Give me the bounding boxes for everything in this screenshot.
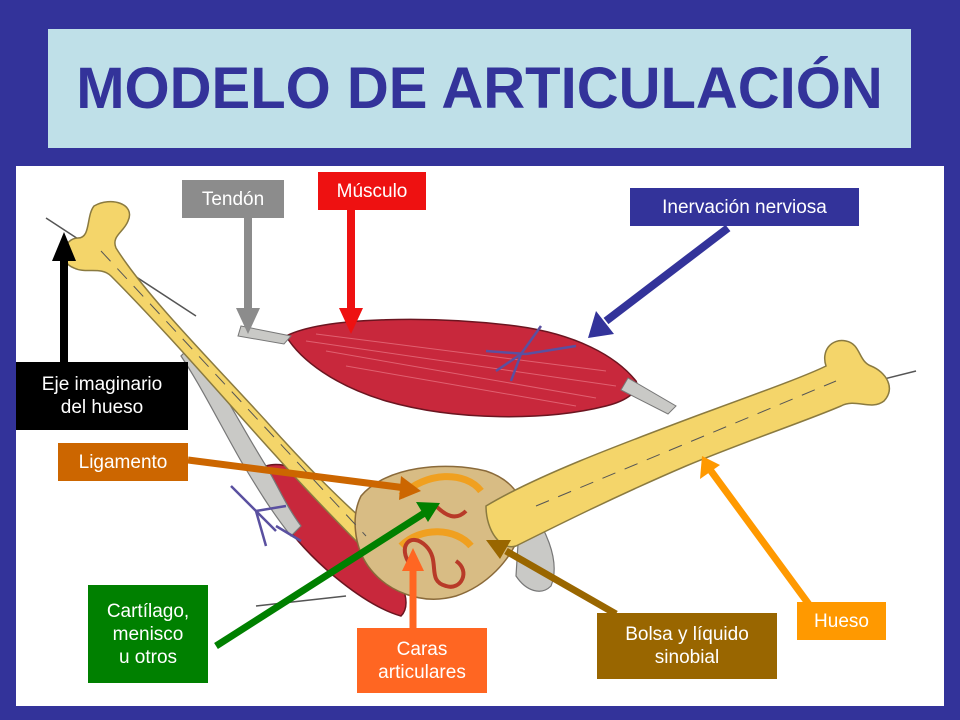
label-innervation: Inervación nerviosa <box>630 188 859 226</box>
joint-illustration <box>45 200 917 649</box>
label-bone-axis: Eje imaginario del hueso <box>16 362 188 430</box>
muscle-tendon-lower <box>620 377 677 415</box>
axis-arrow <box>52 232 76 362</box>
cartilage-swirl-2 <box>434 504 468 519</box>
label-articular-line2: articulares <box>378 661 466 683</box>
label-ligament: Ligamento <box>58 443 188 481</box>
muscle-fibers <box>305 333 617 407</box>
label-bone: Hueso <box>797 602 886 640</box>
label-bone-axis-line2: del hueso <box>60 397 144 418</box>
label-cartilage-line2: menisco <box>112 623 184 645</box>
bone-arrow <box>700 456 819 617</box>
nerve-arrow <box>588 224 731 338</box>
label-bursa: Bolsa y líquido sinobial <box>597 613 777 679</box>
label-cartilage: Cartílago, menisco u otros <box>88 585 208 683</box>
label-tendon: Tendón <box>182 180 284 218</box>
cartilage-arrow <box>214 502 440 649</box>
title-box: MODELO DE ARTICULACIÓN <box>48 29 911 148</box>
ligament-arrow <box>187 456 421 500</box>
label-articular-line1: Caras <box>396 638 448 660</box>
nerve-branches-lower <box>230 485 302 547</box>
nerve-branches <box>485 325 577 382</box>
tendon-arrow <box>236 214 260 334</box>
label-cartilage-line1: Cartílago, <box>106 600 190 622</box>
muscle-tendon-upper <box>237 325 292 345</box>
cartilage-swirl <box>402 538 466 589</box>
label-articular-surfaces: Caras articulares <box>357 628 487 693</box>
label-bursa-line1: Bolsa y líquido <box>625 624 749 645</box>
label-cartilage-line3: u otros <box>118 646 178 668</box>
nerve-line-lower <box>255 595 347 607</box>
muscle-arrow <box>339 204 363 334</box>
label-bursa-line2: sinobial <box>654 647 720 668</box>
articular-arrow <box>402 548 424 628</box>
lower-bone-axis <box>535 380 837 507</box>
upper-bone-axis <box>100 250 367 537</box>
label-muscle: Músculo <box>318 172 426 210</box>
page-title: MODELO DE ARTICULACIÓN <box>76 56 883 121</box>
label-bone-axis-line1: Eje imaginario <box>41 374 163 395</box>
bursa-arrow <box>486 540 618 618</box>
lower-bone <box>485 339 890 548</box>
